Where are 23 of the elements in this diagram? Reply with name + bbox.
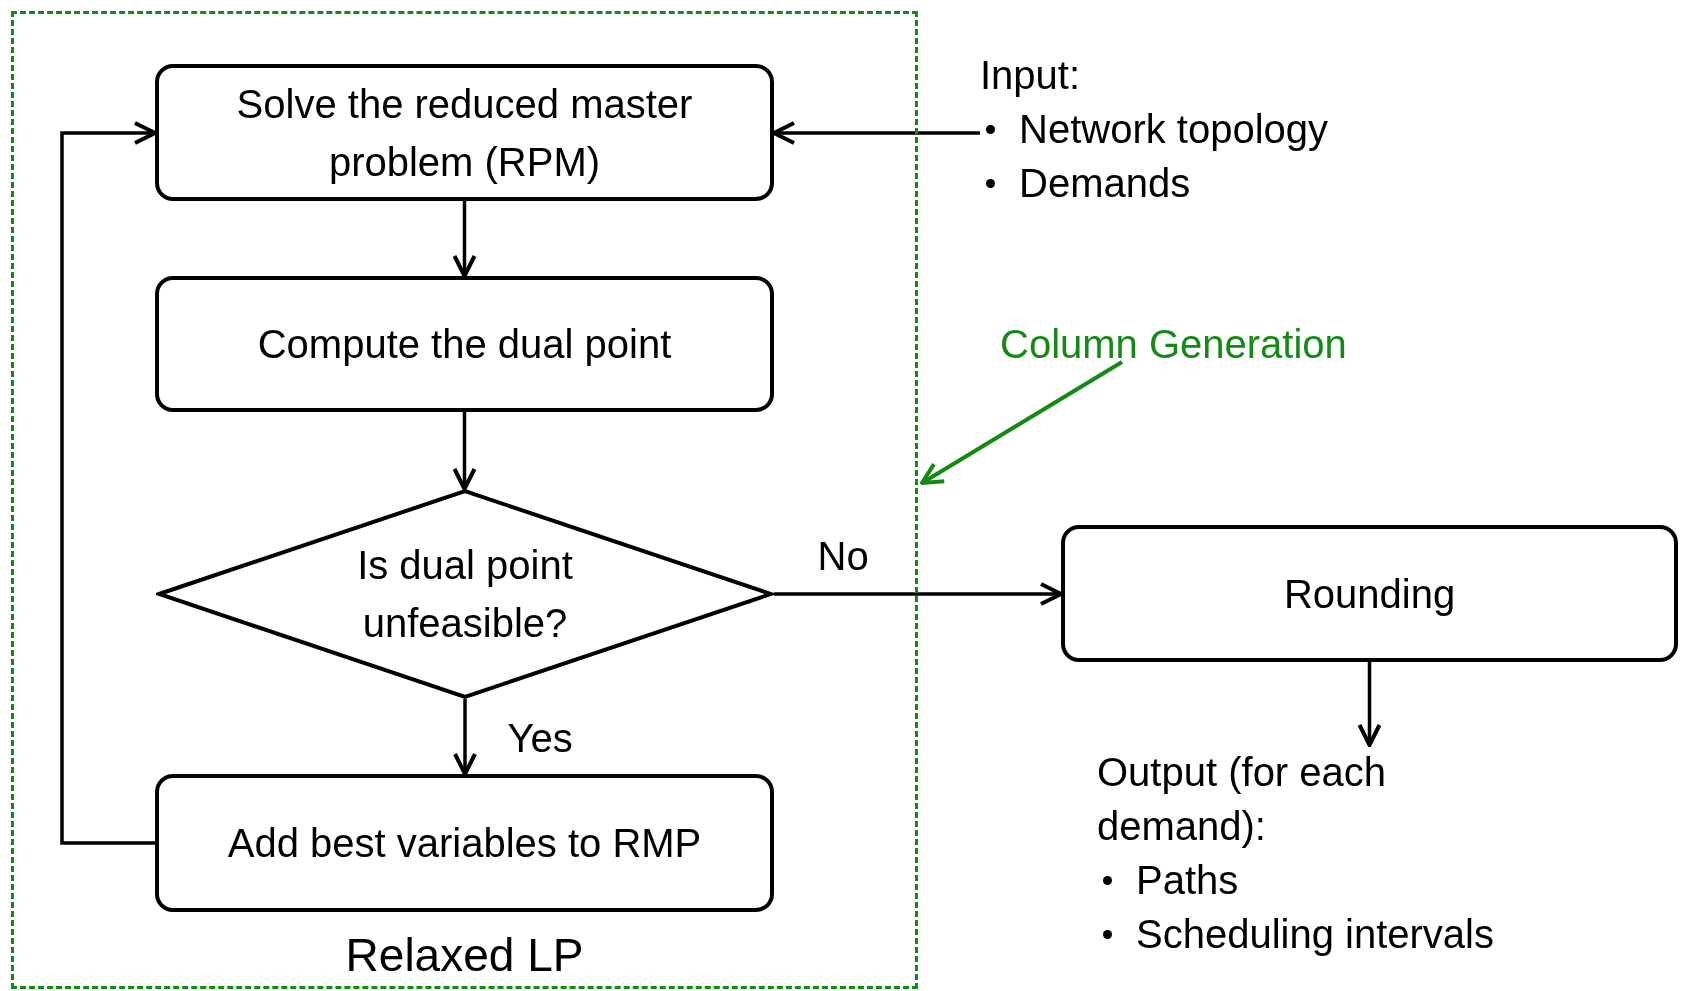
process-box: Solve the reduced master problem (RPM) <box>155 64 774 201</box>
annotation-text: Column Generation <box>1000 322 1347 366</box>
arrow <box>452 412 477 491</box>
dashed-group-frame <box>11 11 918 989</box>
arrow <box>452 201 477 278</box>
list-item: Network topology <box>1019 106 1329 153</box>
list-heading: Input: <box>980 52 1082 99</box>
list-item: Demands <box>1019 160 1191 207</box>
process-box: Compute the dual point <box>155 276 774 412</box>
decision-text: Is dual point unfeasible? <box>356 542 574 647</box>
arrow <box>60 121 157 845</box>
decision-diamond <box>156 489 774 699</box>
arrow <box>1357 662 1382 747</box>
list-item: Paths <box>1136 857 1239 904</box>
list-heading: Output (for each demand): <box>1097 749 1388 850</box>
process-box: Rounding <box>1061 525 1678 662</box>
arrow <box>774 582 1063 606</box>
process-box: Add best variables to RMP <box>155 774 774 912</box>
list-item: Scheduling intervals <box>1136 911 1494 958</box>
group-label: Relaxed LP <box>344 928 585 982</box>
arrow <box>920 360 1124 485</box>
arrow <box>772 121 980 145</box>
arrow <box>453 699 477 776</box>
